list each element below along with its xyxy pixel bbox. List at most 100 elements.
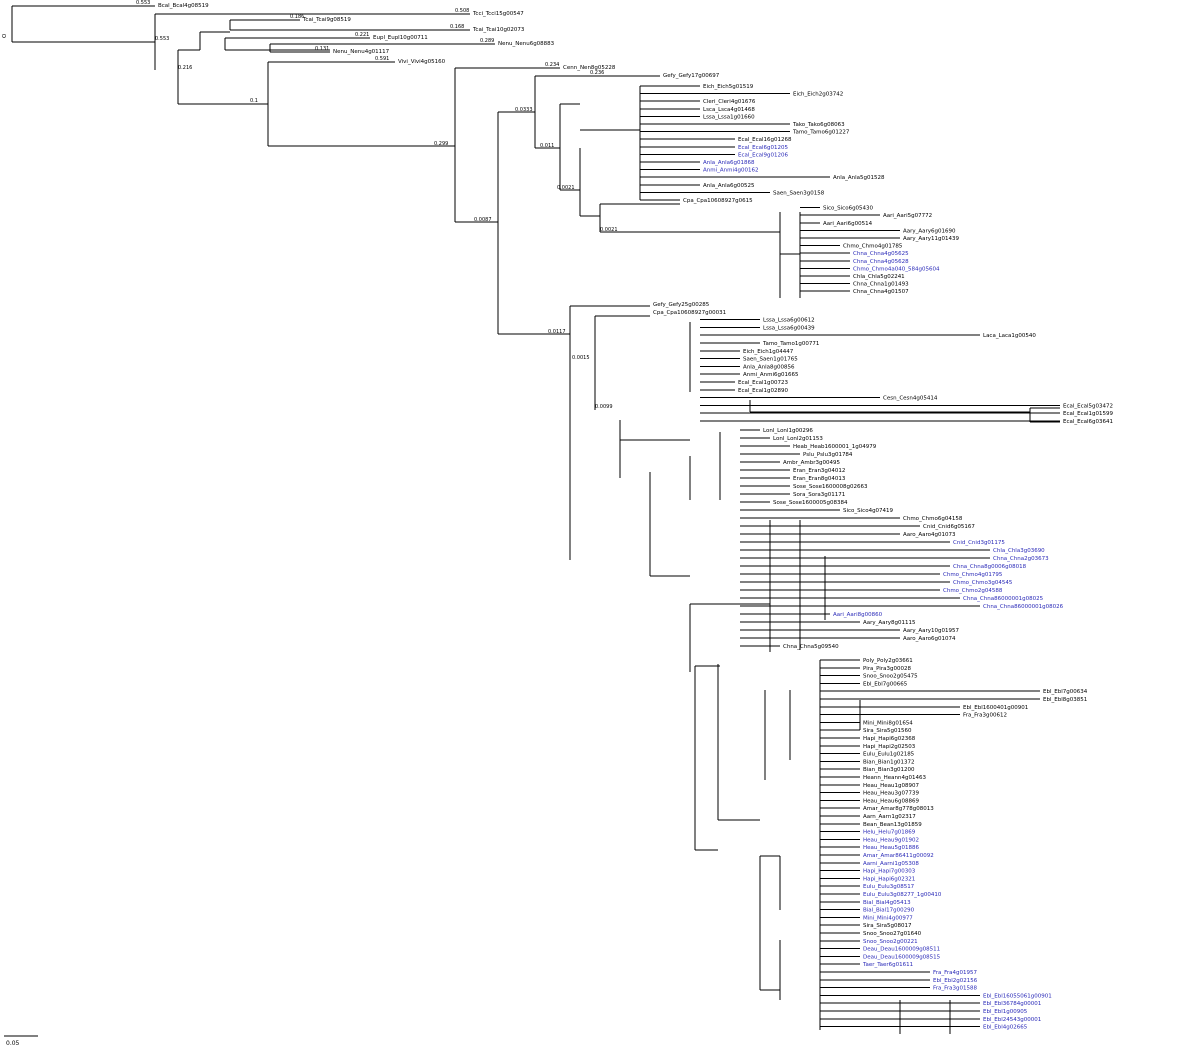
leaf-label: Chmo_Chmo4a040_584g05604: [853, 266, 940, 272]
leaf-label: Sico_Sico6g05430: [823, 206, 874, 212]
leaf-label: Hapi_Hapi6g02368: [863, 736, 916, 742]
leaf-label: Cnid_Cnid3g01175: [953, 540, 1005, 546]
leaf-label: Chmo_Chmo2g04588: [943, 588, 1003, 594]
leaf-label: Chna_Chna8g0006g08018: [953, 564, 1027, 570]
leaf-label: Lsca_Lsca4g01468: [703, 107, 755, 113]
leaf-label: Cesn_Cesn4g05414: [883, 396, 938, 402]
leaf-label: Tako_Tako6g08063: [792, 122, 845, 128]
leaf-label: Hapi_Hapi7g00303: [863, 869, 916, 875]
leaf-label: Sose_Sose1600005g08384: [773, 500, 848, 506]
leaf-label: Ebl_Ebl4g02665: [983, 1025, 1028, 1031]
leaf-label: Sira_Sira5g08017: [863, 923, 912, 929]
leaf-label: Heau_Heau1g08907: [863, 783, 919, 789]
leaf-label: Heann_Heann4g01463: [863, 775, 926, 781]
leaf-label: Fra_Fra4g01957: [933, 970, 978, 976]
leaf-label: Heab_Heab1600001_1g04979: [793, 444, 877, 450]
leaf-label: Eich_Eich5g01519: [703, 84, 754, 90]
leaf-label: Eich_Eich2g03742: [793, 92, 843, 98]
leaf-label: Ebl_Ebl7g00634: [1043, 689, 1088, 695]
leaf-label: Tcai_Tcai9g08519: [302, 17, 351, 23]
leaf-label: Lssa_Lssa6g00612: [763, 318, 815, 324]
branch-support-value: 0.0117: [548, 329, 566, 335]
leaf-label: Anla_Anla6g00525: [703, 183, 755, 189]
branch-support-value: 0.168: [450, 24, 464, 30]
leaf-label: Chmo_Chmo6g04158: [903, 516, 963, 522]
leaf-label: Ebl_Ebl24543g00001: [983, 1017, 1041, 1023]
leaf-label: Deau_Deau1600009g08515: [863, 954, 941, 960]
leaf-label: Hapi_Hapi2g02503: [863, 744, 916, 750]
branch-support-value: 0.0333: [515, 107, 533, 113]
leaf-label: Heau_Heau9g01902: [863, 837, 919, 843]
leaf-label: Gefy_Gefy25g00285: [653, 302, 710, 308]
leaf-label: Chna_Chna1g01493: [853, 282, 909, 288]
leaf-label: Ecal_Ecal1g02890: [738, 388, 789, 394]
leaf-label: Sira_Sira5g01560: [863, 728, 912, 734]
branch-support-value: 0.591: [375, 56, 389, 62]
leaf-label: Aari_Aari5g07772: [883, 213, 932, 219]
leaf-label: Eich_Eich1g04447: [743, 349, 794, 355]
leaf-label: Ecal_Ecal1g01599: [1063, 411, 1114, 417]
leaf-label: Chmo_Chmo4g01785: [843, 244, 903, 250]
leaf-label: Mini_Mini4g00977: [863, 915, 913, 921]
leaf-label: Saen_Saen3g0158: [773, 190, 825, 196]
leaf-label: Snoo_Snoo2g05475: [863, 674, 918, 680]
leaf-label: Ebl_Ebl1g00905: [983, 1009, 1028, 1015]
leaf-label: Tamo_Tamo6g01227: [792, 130, 850, 136]
leaf-label: Bial_Bial17g00290: [863, 908, 915, 914]
leaf-label: Eulu_Eulu3g08277_1g00410: [863, 892, 942, 898]
leaf-label: Ebl_Ebl7g00665: [863, 681, 908, 687]
leaf-label: Ecal_Ecal1g00723: [738, 380, 789, 386]
leaf-label: Gefy_Gefy17g00697: [663, 73, 720, 79]
leaf-label: Eulu_Eulu1g02185: [863, 752, 915, 758]
leaf-label: Chmo_Chmo4g01795: [943, 572, 1003, 578]
branch-support-value: 0.0087: [474, 217, 492, 223]
leaf-label: Ebl_Ebl1600401g00901: [963, 705, 1028, 711]
leaf-label: Mini_Mini8g01654: [863, 720, 913, 726]
leaf-label: Cleri_Cleri4g01676: [703, 99, 756, 105]
leaf-label: Taer_Taer6g01611: [862, 962, 913, 968]
leaf-label: Ecal_Ecal5g03472: [1063, 403, 1113, 409]
leaf-label: Amar_Amar86411g00092: [863, 853, 934, 859]
scale-bar: 0.05: [4, 1035, 38, 1047]
leaf-label: Chna_Chna4g01507: [853, 289, 909, 295]
leaf-label: Bean_Bean13g01859: [863, 822, 922, 828]
leaf-label: Ebl_Ebl16055061g00901: [983, 993, 1052, 999]
leaf-label: Ecal_Ecal6g01205: [738, 145, 789, 151]
leaf-label: Aary_Aary8g01115: [863, 620, 916, 626]
leaf-label: Cpa_Cpa10608927g0615: [683, 198, 753, 204]
leaf-label: Heau_Heau3g07739: [863, 791, 919, 797]
leaf-label: Aari_Aari6g00514: [823, 221, 873, 227]
leaf-label: Pslu_Pslu3g01784: [803, 452, 853, 458]
leaf-label: Eran_Eran3g04012: [793, 468, 845, 474]
leaf-label: Aarn_Aarn1g02317: [863, 814, 916, 820]
leaf-label: Tamo_Tamo1g00771: [762, 341, 819, 347]
branch-support-value: 0.186: [290, 14, 304, 20]
leaf-label: Ebl_Ebl8g03851: [1043, 697, 1087, 703]
leaf-label: Anmi_Anmi6g01665: [743, 372, 799, 378]
tree-labels: Bcal_Bcal4g085190.553Tcci_Tcci15g005470.…: [136, 0, 1114, 1031]
leaf-label: Cpa_Cpa10608927g00031: [653, 310, 726, 316]
leaf-label: Cnid_Cnid6g05167: [923, 524, 975, 530]
leaf-label: Snoo_Snoo27g01640: [863, 931, 922, 937]
branch-support-value: 0.0099: [595, 404, 613, 410]
branch-support-value: 0.0015: [572, 355, 590, 361]
leaf-label: Amar_Amar8g778g08013: [863, 806, 934, 812]
leaf-label: Helu_Helu7g01869: [863, 830, 916, 836]
leaf-label: Lssa_Lssa1g01660: [703, 114, 755, 120]
leaf-label: Sora_Sora3g01171: [793, 492, 845, 498]
leaf-label: Eulu_Eulu3g08517: [863, 884, 915, 890]
leaf-label: Sico_Sico4g07419: [843, 508, 894, 514]
leaf-label: Ebl_Ebl36784g00001: [983, 1001, 1041, 1007]
leaf-label: Snoo_Snoo2g00221: [863, 939, 918, 945]
leaf-label: Chna_Chna86000001g08026: [983, 604, 1064, 610]
leaf-label: Chla_Chla3g03690: [993, 548, 1045, 554]
branch-support-value: 0.216: [178, 65, 192, 71]
leaf-label: Chna_Chna4g05628: [853, 259, 909, 265]
leaf-label: Anla_Anla8g00856: [743, 364, 795, 370]
scale-bar-label: 0.05: [6, 1040, 20, 1047]
leaf-label: Poly_Poly2g03661: [863, 658, 913, 664]
leaf-label: Eupl_Eupl10g00711: [373, 35, 428, 41]
leaf-label: Tcci_Tcci15g00547: [472, 11, 524, 17]
leaf-label: Chla_Chla5g02241: [853, 274, 905, 280]
